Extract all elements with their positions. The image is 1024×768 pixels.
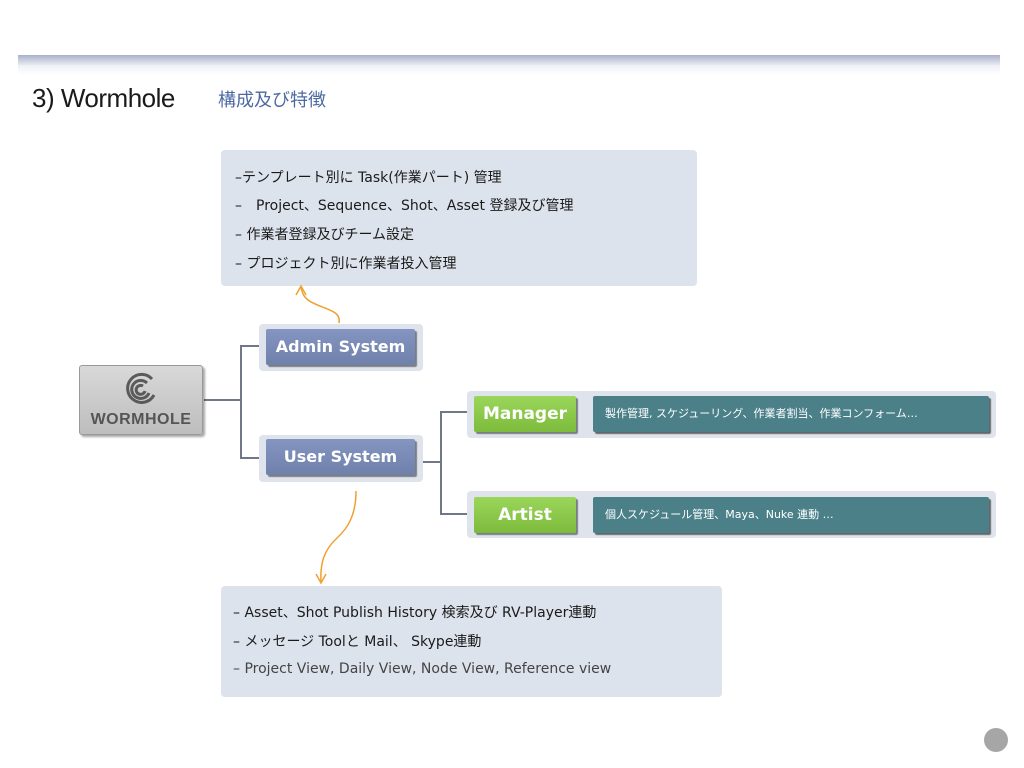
user-feature-item: – Asset、Shot Publish History 検索及び RV-Pla…: [233, 605, 597, 621]
logo-text: WORMHOLE: [90, 411, 192, 428]
arrow-admin-to-features: [300, 286, 340, 324]
header-bar: [18, 55, 1000, 65]
arrow-user-to-features: [320, 490, 357, 583]
user-features-box: – Asset、Shot Publish History 検索及び RV-Pla…: [221, 586, 722, 697]
wormhole-swirl-icon: [126, 372, 156, 404]
connector-user-manager: [418, 411, 472, 463]
admin-feature-item: – Project、Sequence、Shot、Asset 登録及び管理: [235, 198, 574, 214]
arrow-user-to-features-head: [315, 573, 327, 585]
user-system-button[interactable]: User System: [266, 439, 415, 475]
admin-feature-item: –テンプレート別に Task(作業パート) 管理: [235, 170, 502, 186]
admin-feature-item: – プロジェクト別に作業者投入管理: [235, 256, 457, 272]
manager-button[interactable]: Manager: [474, 396, 576, 432]
wormhole-logo: WORMHOLE: [79, 365, 203, 435]
manager-description: 製作管理, スケジューリング、作業者割当、作業コンフォーム…: [593, 396, 989, 432]
page-dot-icon: [984, 728, 1008, 752]
admin-features-box: –テンプレート別に Task(作業パート) 管理 – Project、Seque…: [221, 150, 697, 286]
admin-feature-item: – 作業者登録及びチーム設定: [235, 227, 415, 243]
connector-user-artist: [440, 462, 472, 515]
admin-system-button[interactable]: Admin System: [266, 329, 415, 365]
connector-logo-admin: [204, 345, 266, 401]
artist-description: 個人スケジュール管理、Maya、Nuke 連動 …: [593, 497, 989, 533]
connector-logo-user: [240, 400, 266, 459]
user-feature-item: – Project View, Daily View, Node View, R…: [233, 661, 612, 677]
slide-subtitle: 構成及び特徴: [218, 90, 326, 111]
header-bar-fade: [18, 65, 1000, 75]
slide-title: 3) Wormhole: [32, 83, 175, 113]
arrow-admin-to-features-head: [295, 284, 307, 296]
artist-button[interactable]: Artist: [474, 497, 576, 533]
user-feature-item: – メッセージ Toolと Mail、 Skype連動: [233, 634, 482, 650]
